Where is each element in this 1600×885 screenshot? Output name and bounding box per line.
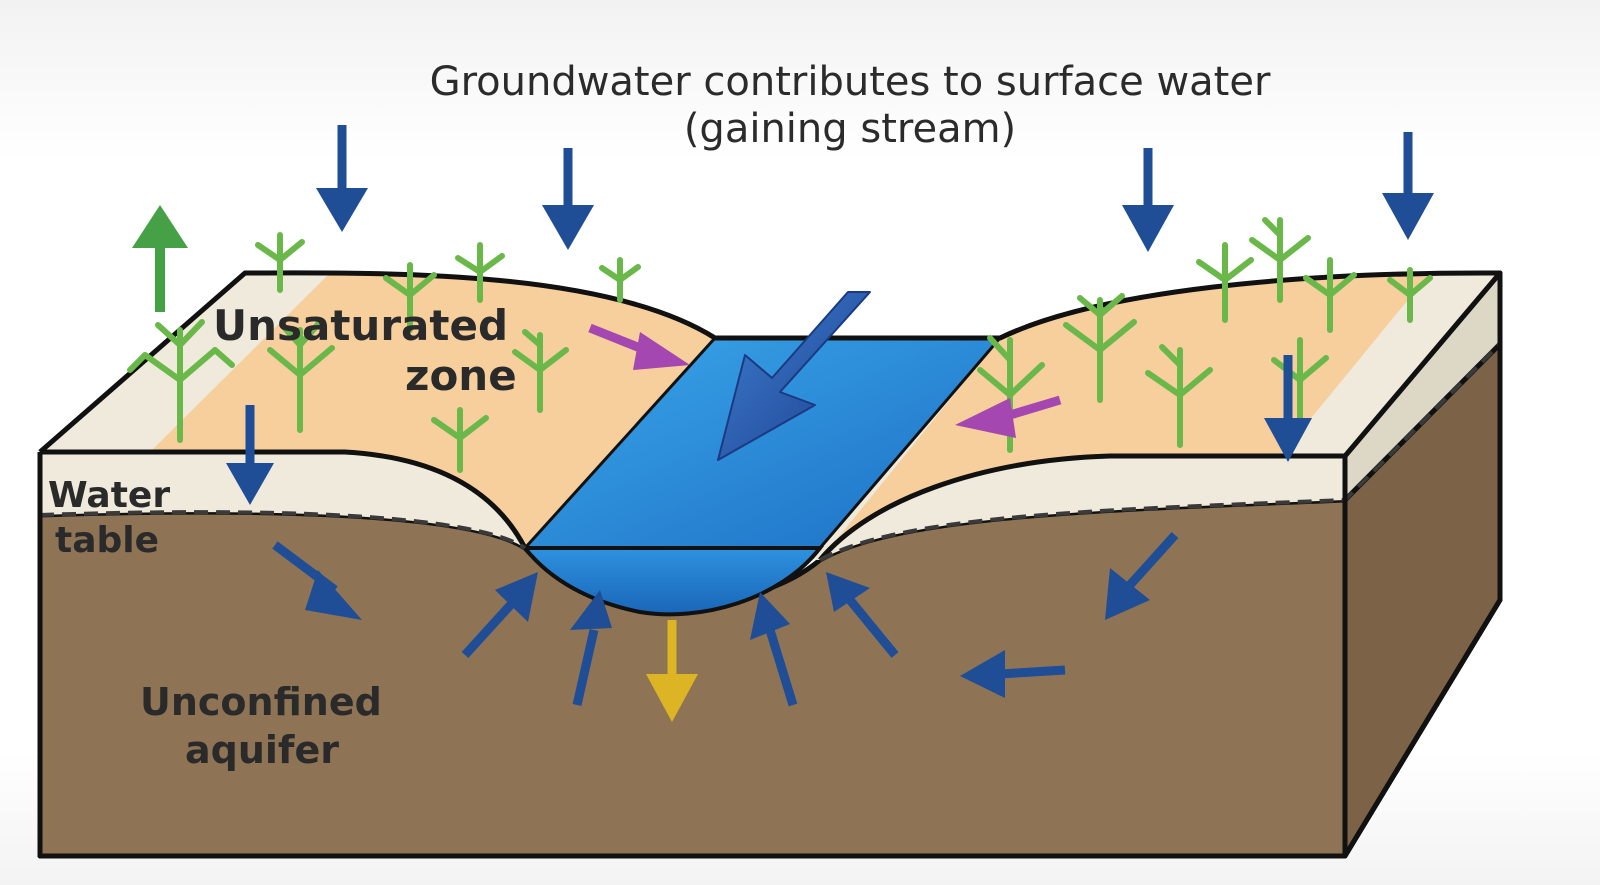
front-top-outline <box>40 449 1345 562</box>
arrow-icon <box>826 572 899 658</box>
plant-icon <box>512 329 569 413</box>
plant-icon <box>1387 267 1433 323</box>
unsaturated-zone-label-line-1: Unsaturated <box>213 301 508 350</box>
plant-icon <box>977 335 1045 453</box>
unsaturated-zone-label-line-2: zone <box>405 351 517 400</box>
arrow-down-icon <box>1264 355 1312 462</box>
arrow-down-icon <box>1382 132 1434 240</box>
plant-icon <box>1063 293 1137 403</box>
stream-surface <box>525 338 1000 548</box>
stream-flow-arrow <box>717 291 871 461</box>
plant-icon <box>255 232 305 293</box>
arrow-icon <box>570 590 612 706</box>
unsaturated-front <box>40 452 525 548</box>
arrow-down-icon <box>316 125 368 232</box>
title-line-1: Groundwater contributes to surface water <box>430 59 1271 105</box>
water-table-label-line-1: Water <box>48 475 170 516</box>
seepage-arrow-left <box>588 323 690 370</box>
groundwater-flow-arrows <box>272 531 1179 707</box>
arrow-down-icon <box>226 405 274 505</box>
plant-icon <box>267 319 335 433</box>
arrow-icon <box>461 572 538 659</box>
plant-icon <box>431 407 489 473</box>
arrow-icon <box>750 592 798 707</box>
arrow-down-icon <box>542 148 594 250</box>
plant-icon <box>1249 217 1311 303</box>
precipitation-arrows <box>226 125 1434 505</box>
plant-icon <box>383 262 437 333</box>
unsaturated-zone-left-fade <box>40 273 330 452</box>
aquifer-label-line-2: aquifer <box>185 728 339 772</box>
aquifer-label-line-1: Unconfined <box>140 680 382 724</box>
plant-icon <box>1145 344 1213 448</box>
arrow-icon <box>272 541 362 620</box>
water-table-line <box>39 342 1502 562</box>
plant-icon <box>1303 257 1357 333</box>
arrow-icon <box>960 650 1066 698</box>
arrow-icon <box>1105 531 1179 620</box>
plant-icon <box>1196 242 1254 323</box>
unsaturated-zone-right <box>820 272 1430 560</box>
water-table-label-line-2: table <box>55 520 159 561</box>
title-line-2: (gaining stream) <box>684 106 1016 152</box>
block-outline <box>37 270 1503 859</box>
stream-bank-left <box>523 336 717 550</box>
stream-bank-right <box>818 337 1002 549</box>
vegetation <box>127 217 1433 473</box>
arrow-down-icon <box>646 620 698 722</box>
plant-icon <box>127 319 235 443</box>
plant-icon <box>599 257 641 303</box>
seepage-arrow-right <box>955 395 1062 438</box>
plant-icon <box>455 242 505 303</box>
arrow-down-icon <box>1122 148 1174 252</box>
arrow-up-icon <box>132 205 188 312</box>
